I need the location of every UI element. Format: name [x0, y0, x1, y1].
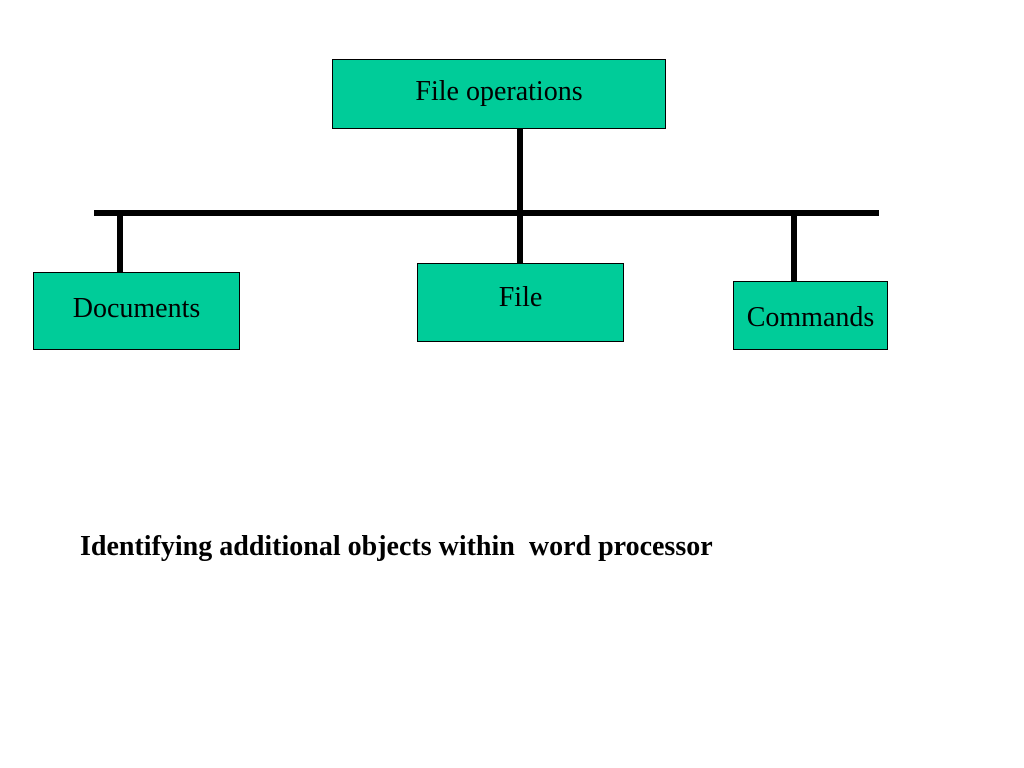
- file-node: File: [417, 263, 624, 342]
- commands-label: Commands: [746, 301, 875, 333]
- commands-node: Commands: [733, 281, 888, 350]
- file-operations-label: File operations: [415, 76, 583, 107]
- file-operations-node: File operations: [332, 59, 666, 129]
- file-label: File: [498, 281, 543, 313]
- documents-node: Documents: [33, 272, 240, 350]
- documents-label: Documents: [72, 293, 201, 324]
- slide-caption: Identifying additional objects within wo…: [80, 531, 713, 562]
